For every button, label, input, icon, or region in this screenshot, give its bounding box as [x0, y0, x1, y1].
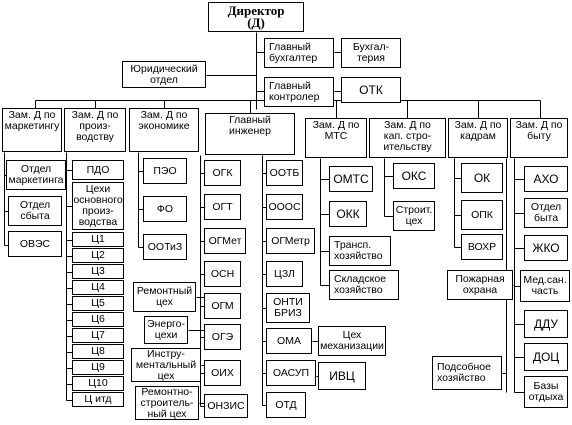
ogt-box: ОГТ: [204, 194, 241, 220]
deputy-daily-life-box: Зам. Д по быту: [510, 118, 568, 158]
aho-box: АХО: [524, 166, 568, 192]
oasup-box: ОАСУП: [266, 360, 316, 386]
shop-box: Ц итд: [72, 392, 124, 407]
onti-briz-box: ОНТИ БРИЗ: [266, 293, 310, 323]
shop-box: Ц9: [72, 360, 124, 375]
otk-box: ОТК: [341, 77, 401, 103]
deputy-marketing-box: Зам. Д по маркетингу: [2, 108, 62, 152]
repair-shop-box: Ремонтный цех: [133, 282, 196, 312]
fo-box: ФО: [143, 196, 187, 222]
ogk-box: ОГК: [204, 160, 241, 186]
daily-life-department-box: Отдел быта: [524, 198, 568, 228]
legal-department-box: Юридический отдел: [122, 61, 206, 88]
shop-box: Ц2: [72, 248, 124, 263]
shop-box: Ц6: [72, 312, 124, 327]
ivc-box: ИВЦ: [318, 362, 366, 390]
zhko-box: ЖКО: [524, 235, 568, 261]
deputy-personnel-box: Зам. Д по кадрам: [448, 118, 508, 158]
czl-box: ЦЗЛ: [266, 261, 303, 287]
oih-box: ОИХ: [204, 360, 241, 386]
ogm-box: ОГМ: [204, 293, 241, 319]
pdo-box: ПДО: [72, 160, 124, 180]
director-box: Директор (Д): [208, 2, 304, 32]
ogmetr-box: ОГМетр: [266, 228, 315, 254]
ogmet-box: ОГМет: [204, 228, 246, 254]
oves-box: ОВЭС: [8, 231, 62, 257]
oge-box: ОГЭ: [204, 324, 241, 350]
mechanization-shop-box: Цех механизации: [318, 326, 386, 356]
ok-box: ОК: [461, 163, 503, 193]
deputy-economics-box: Зам. Д по экономике: [129, 108, 199, 152]
medical-unit-box: Мед.сан. часть: [520, 270, 570, 302]
sales-department-box: Отдел сбыта: [8, 196, 62, 226]
shop-box: Ц3: [72, 264, 124, 279]
ootb-box: ООТБ: [266, 160, 303, 186]
otd-box: ОТД: [266, 392, 306, 418]
oma-box: ОМА: [266, 328, 312, 354]
vohr-box: ВОХР: [461, 234, 503, 260]
energy-shops-box: Энерго- цехи: [144, 316, 188, 344]
transport-box: Трансп. хозяйство: [329, 236, 391, 266]
deputy-production-box: Зам. Д по произ- водству: [64, 108, 126, 152]
chief-engineer-box: Главный инженер: [205, 113, 295, 155]
fire-guard-box: Пожарная охрана: [447, 270, 513, 300]
deputy-capital-construction-box: Зам. Д по кап. стро- ительству: [369, 118, 446, 158]
accounting-box: Бухгал- терия: [341, 38, 401, 68]
peo-box: ПЭО: [143, 158, 187, 184]
recreation-bases-box: Базы отдыха: [524, 376, 568, 408]
main-production-shops-box: Цехи основного произ- водства: [72, 182, 124, 230]
shop-box: Ц1: [72, 232, 124, 247]
auxiliary-farm-box: Подсобное хозяйство: [432, 356, 502, 390]
osn-box: ОСН: [204, 261, 241, 287]
ootiz-box: ООТиЗ: [143, 234, 187, 260]
oks-box: ОКС: [393, 163, 435, 189]
ddu-box: ДДУ: [524, 310, 568, 338]
deputy-mts-box: Зам. Д по МТС: [305, 118, 367, 158]
warehouse-box: Складское хозяйство: [329, 270, 399, 300]
doc-box: ДОЦ: [524, 343, 568, 371]
construction-shop-box: Строит. цех: [393, 201, 435, 231]
opk-box: ОПК: [461, 200, 503, 230]
shop-box: Ц5: [72, 296, 124, 311]
onzis-box: ОНЗИС: [204, 394, 248, 418]
okk-box: ОКК: [329, 201, 367, 227]
shop-box: Ц10: [72, 376, 124, 391]
tool-shop-box: Инстру- ментальный цех: [131, 348, 201, 382]
chief-controller-box: Главный контролер: [264, 77, 334, 107]
chief-accountant-box: Главный бухгалтер: [264, 38, 334, 68]
shop-box: Ц7: [72, 328, 124, 343]
shop-box: Ц4: [72, 280, 124, 295]
ooos-box: ОООС: [266, 194, 303, 220]
marketing-department-box: Отдел маркетинга: [6, 160, 66, 190]
shop-box: Ц8: [72, 344, 124, 359]
omts-box: ОМТС: [329, 166, 373, 192]
repair-construction-shop-box: Ремонтно- строитель- ный цех: [135, 386, 199, 420]
